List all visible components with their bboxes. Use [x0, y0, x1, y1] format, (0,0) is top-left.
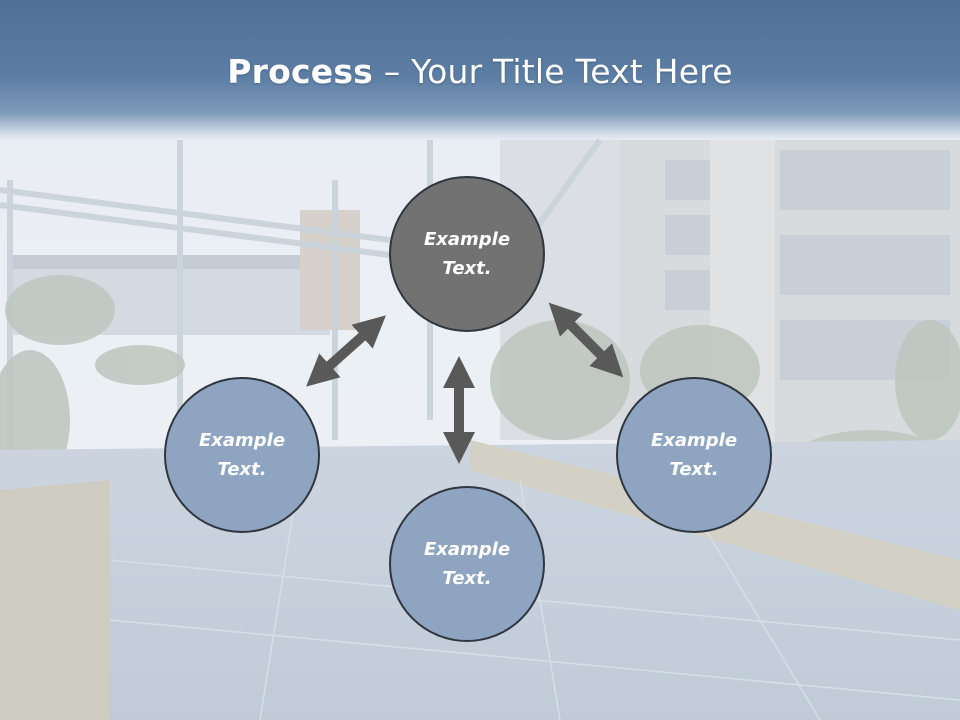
- arrow-top-right: [548, 302, 624, 378]
- node-label: Example Text.: [423, 539, 511, 589]
- title-rest: – Your Title Text Here: [373, 52, 733, 91]
- process-node-top: Example Text.: [389, 176, 545, 332]
- slide-title: Process – Your Title Text Here: [0, 52, 960, 91]
- title-band: [0, 0, 960, 140]
- node-label: Example Text.: [650, 430, 738, 480]
- process-node-bottom: Example Text.: [389, 486, 545, 642]
- process-node-left: Example Text.: [164, 377, 320, 533]
- node-label: Example Text.: [198, 430, 286, 480]
- arrow-top-left: [306, 315, 386, 387]
- node-label: Example Text.: [423, 229, 511, 279]
- process-node-right: Example Text.: [616, 377, 772, 533]
- title-bold: Process: [227, 52, 374, 91]
